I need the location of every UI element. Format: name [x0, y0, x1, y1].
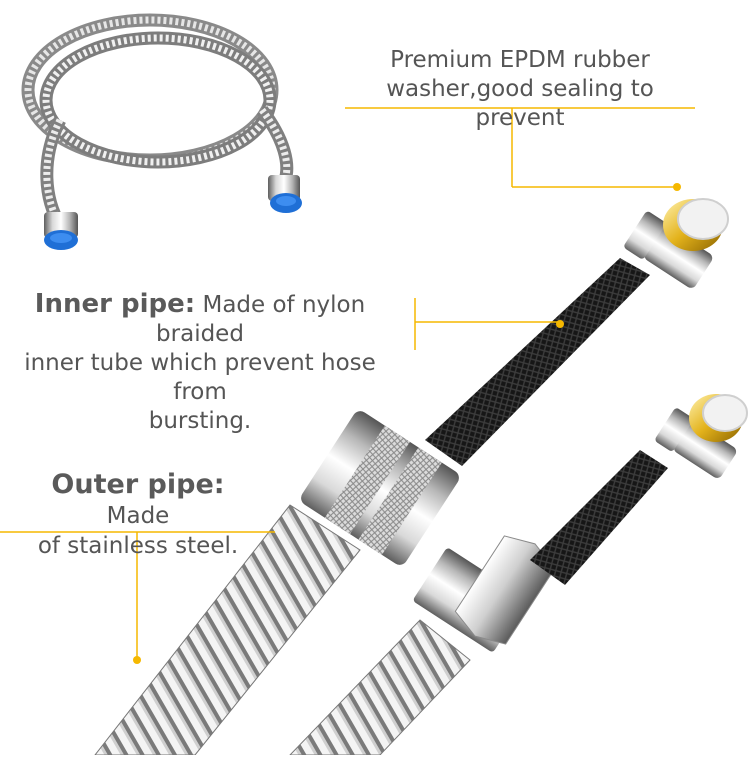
inner-pipe-line-1: Made of nylon braided [156, 292, 366, 347]
hose-assembly-upper [93, 198, 729, 756]
inner-pipe-line-2: inner tube which prevent hose from [24, 350, 376, 405]
callout-inner-pipe [414, 298, 564, 350]
inner-pipe-annotation: Inner pipe: Made of nylon braided inner … [0, 290, 400, 436]
washer-line-1: Premium EPDM rubber [390, 47, 650, 73]
inner-pipe-line-3: bursting. [148, 408, 252, 434]
coiled-hose-image [21, 13, 302, 250]
outer-pipe-line-2: of stainless steel. [37, 533, 239, 559]
outer-pipe-title: Outer pipe: [51, 469, 225, 500]
washer-annotation: Premium EPDM rubber washer,good sealing … [340, 46, 700, 133]
inner-pipe-title: Inner pipe: [34, 289, 196, 319]
washer-line-2: washer,good sealing to prevent [386, 76, 654, 131]
callout-washer [345, 107, 695, 191]
hose-assembly-lower [288, 394, 748, 756]
outer-pipe-line-1: Made [106, 503, 170, 529]
outer-pipe-annotation: Outer pipe: Made of stainless steel. [18, 470, 258, 561]
callout-outer-pipe [0, 531, 275, 664]
